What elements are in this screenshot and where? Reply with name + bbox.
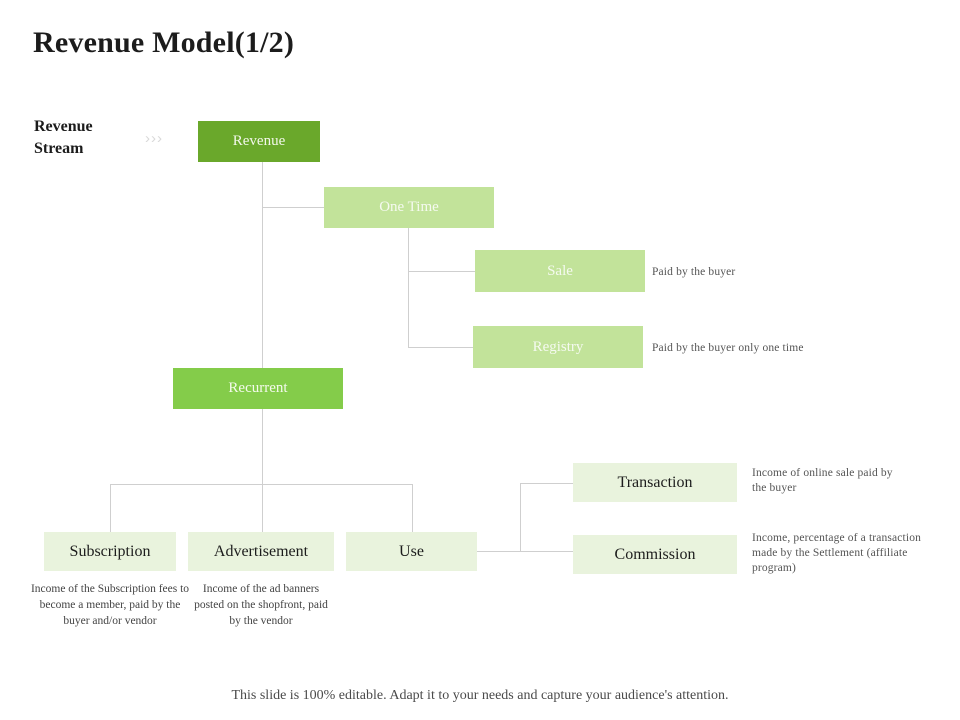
connector-bus-to-use [412,484,413,532]
annotation-transaction: Income of online sale paid by the buyer [752,467,893,494]
annotation-registry: Paid by the buyer only one time [652,342,804,354]
node-sale[interactable]: Sale [475,250,645,292]
annotation-sale: Paid by the buyer [652,266,736,278]
connector-use-to-spine [477,551,539,552]
revenue-stream-label-line2: Stream [34,140,84,157]
node-transaction[interactable]: Transaction [573,463,737,502]
node-commission[interactable]: Commission [573,535,737,574]
connector-recurrent-trunk [262,409,263,532]
connector-use-spine [520,483,521,552]
node-registry[interactable]: Registry [473,326,643,368]
node-one-time[interactable]: One Time [324,187,494,228]
description-advertisement: Income of the ad banners posted on the s… [194,583,328,627]
annotation-commission: Income, percentage of a transaction made… [752,532,922,574]
node-recurrent[interactable]: Recurrent [173,368,343,409]
page-title: Revenue Model(1/2) [33,26,295,59]
footer-note: This slide is 100% editable. Adapt it to… [231,688,729,703]
connector-onetime-spine [408,228,409,347]
connector-onetime-to-sale [408,271,475,272]
revenue-stream-label-line1: Revenue [34,118,93,135]
connector-spine-to-transaction [520,483,573,484]
connector-spine-to-commission [520,551,573,552]
connector-revenue-trunk [262,162,263,389]
connector-onetime-to-registry [408,347,473,348]
connector-recurrent-bus [110,484,412,485]
connector-bus-to-subscription [110,484,111,532]
description-subscription: Income of the Subscription fees to becom… [30,583,190,627]
node-advertisement[interactable]: Advertisement [188,532,334,571]
revenue-stream-label: Revenue Stream [34,116,144,160]
connector-revenue-to-onetime [262,207,324,208]
node-use[interactable]: Use [346,532,477,571]
node-revenue[interactable]: Revenue [198,121,320,162]
node-subscription[interactable]: Subscription [44,532,176,571]
chevron-right-icon: ››› [145,130,163,147]
